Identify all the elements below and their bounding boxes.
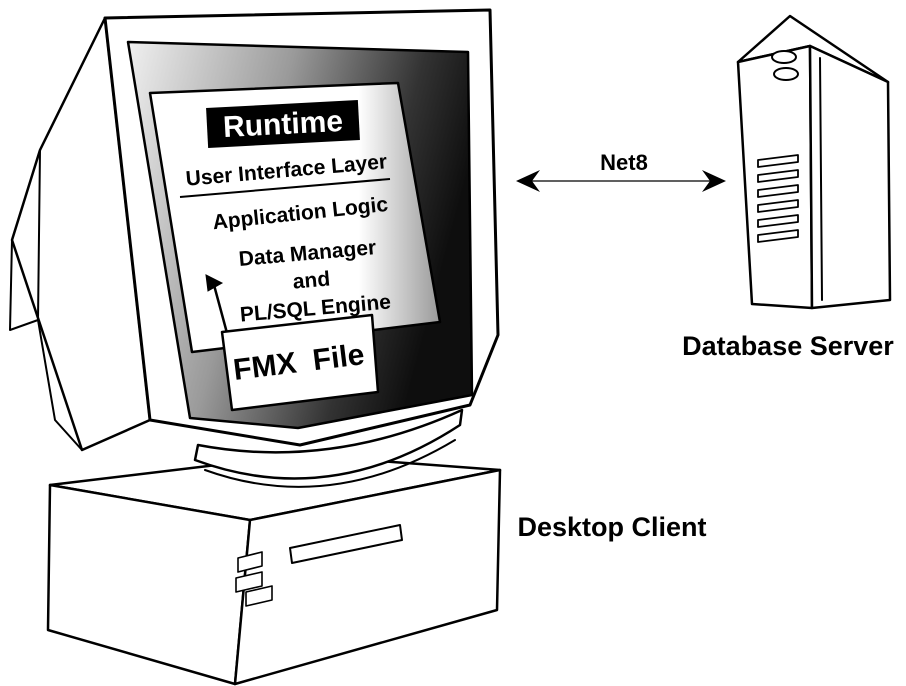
net8-label: Net8: [600, 150, 648, 175]
runtime-title: Runtime: [222, 105, 344, 144]
layer-divider: [179, 178, 391, 198]
drive-slot: [289, 524, 403, 564]
drive-bay-icon: [771, 50, 799, 81]
cpu-case: [46, 453, 502, 686]
front-buttons-icon: [235, 551, 273, 607]
database-server-label: Database Server: [682, 331, 894, 361]
runtime-panel: Runtime User Interface Layer Application…: [148, 81, 442, 371]
arrow-right-icon: [702, 170, 726, 192]
arrow-left-icon: [516, 170, 540, 192]
database-server: [736, 14, 892, 310]
layer-label-and: and: [292, 267, 331, 293]
net8-connection: Net8: [516, 150, 726, 192]
fmx-file-card: FMX File: [220, 313, 380, 412]
vent-slots-icon: [757, 154, 799, 243]
monitor-stand: [193, 408, 464, 488]
runtime-title-badge: Runtime: [206, 100, 360, 148]
desktop-client-label: Desktop Client: [517, 512, 706, 542]
